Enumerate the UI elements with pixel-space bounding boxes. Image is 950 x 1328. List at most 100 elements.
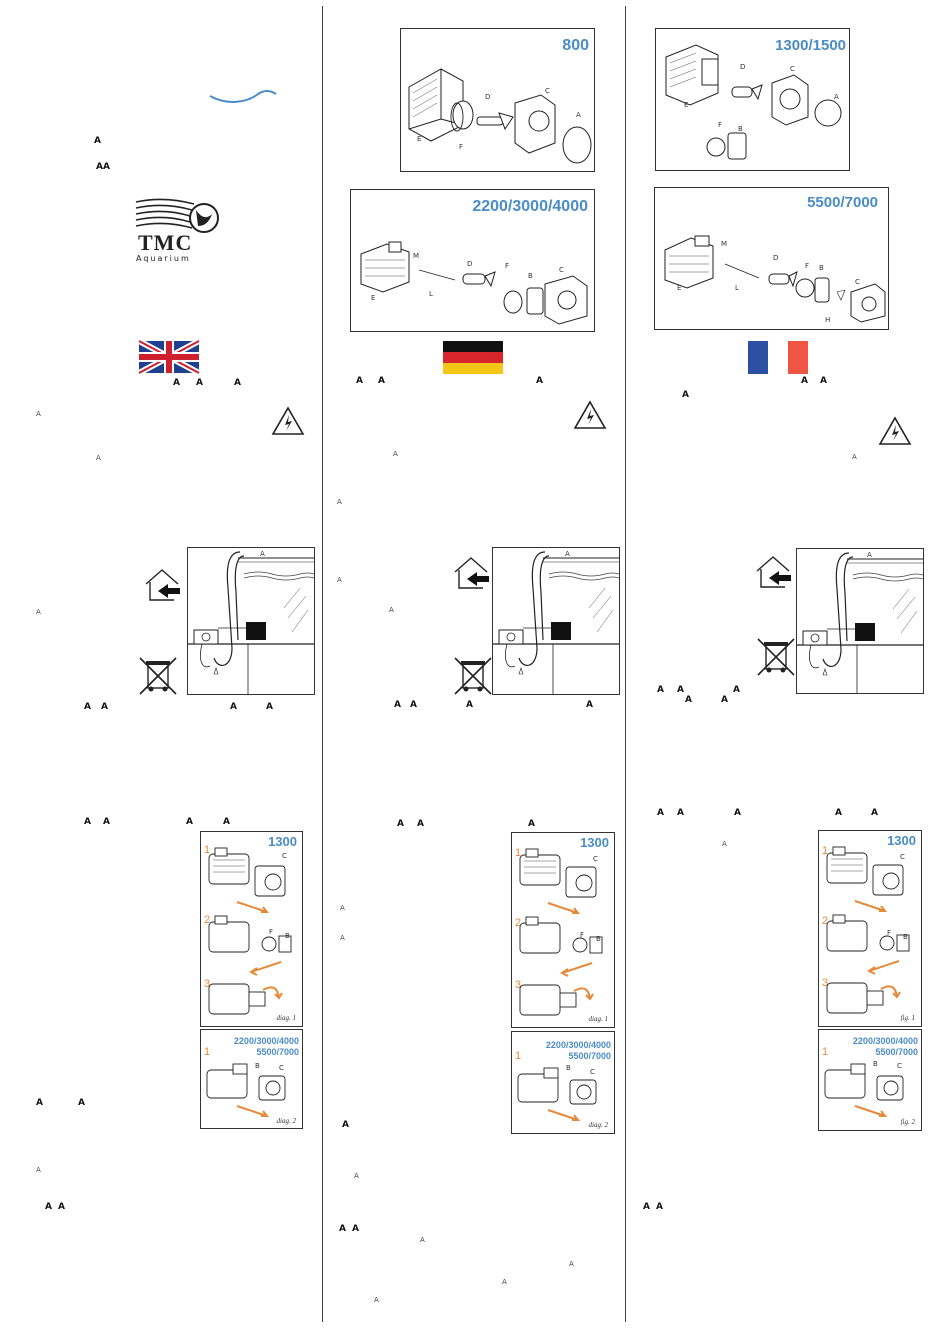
column-divider-1: [322, 6, 323, 1322]
assembly-combo-diagram-2: 2200/3000/4000 5500/7000 1 B C diag. 2: [511, 1031, 615, 1134]
pump-assembly-icon: [208, 847, 292, 1015]
glyph-a: A: [677, 685, 684, 695]
step-number: 1: [204, 1046, 211, 1058]
glyph-a: A: [852, 453, 857, 461]
glyph-a: A: [871, 808, 878, 818]
part-label-h: H: [825, 316, 831, 324]
glyph-a: A: [374, 1296, 379, 1304]
exploded-view-2200: 2200/3000/4000 M L E D F B C: [350, 189, 595, 332]
part-label-m: M: [413, 252, 420, 260]
part-label-a: A: [260, 550, 265, 558]
tmc-logo-subtext: Aquarium: [136, 254, 191, 263]
diagram-caption: diag. 2: [276, 1117, 296, 1125]
glyph-a: A: [536, 376, 543, 386]
glyph-a: A: [528, 819, 535, 829]
glyph-a: A: [78, 1098, 85, 1108]
part-label-f: F: [805, 262, 810, 270]
model-label-2200: 2200/3000/4000: [472, 198, 588, 215]
part-label-c: C: [897, 1062, 902, 1070]
glyph-a: A: [45, 1202, 52, 1212]
part-label-b: B: [873, 1060, 878, 1068]
part-label-f: F: [580, 931, 585, 939]
aquarium-setup-diagram: A: [187, 547, 315, 695]
part-label-d: D: [485, 93, 491, 101]
glyph-a: A: [354, 1172, 359, 1180]
uk-flag-icon: [137, 338, 201, 376]
part-label-c: C: [593, 855, 598, 863]
glyph-a: A: [342, 1120, 349, 1130]
part-label-a: A: [565, 550, 570, 558]
part-label-e: E: [684, 101, 689, 109]
glyph-a: A: [94, 136, 101, 146]
step-number: 2: [515, 917, 522, 929]
glyph-a: A: [234, 378, 241, 388]
glyph-a: A: [397, 819, 404, 829]
part-label-f: F: [505, 262, 510, 270]
electric-warning-icon: [573, 400, 607, 429]
glyph-a: A: [394, 700, 401, 710]
pump-combo-icon: [517, 1067, 597, 1121]
exploded-view-5500: 5500/7000 M L E D F B H C: [654, 187, 889, 330]
glyph-a: A: [733, 685, 740, 695]
glyph-a: A: [36, 1166, 41, 1174]
part-label-a: A: [867, 551, 872, 559]
pump-combo-icon: [824, 1063, 904, 1117]
step-number: 2: [204, 914, 211, 926]
assembly-steps-diagram-1: 1300 1 2 3 C F B diag. 1: [200, 831, 303, 1027]
part-label-c: C: [900, 853, 905, 861]
part-label-b: B: [255, 1062, 260, 1070]
step-number: 3: [204, 978, 211, 990]
part-label-c: C: [855, 278, 860, 286]
indoor-use-icon: [145, 569, 180, 601]
glyph-a: A: [569, 1260, 574, 1268]
glyph-a: A: [734, 808, 741, 818]
glyph-a: A: [721, 695, 728, 705]
exploded-view-1300: 1300/1500 D C E A F B: [655, 28, 850, 171]
weee-bin-icon: [139, 657, 177, 695]
glyph-a: A: [36, 1098, 43, 1108]
part-label-c: C: [559, 266, 564, 274]
part-label-c: C: [590, 1068, 595, 1076]
step-number: 3: [822, 977, 829, 989]
glyph-a: A: [352, 1224, 359, 1234]
glyph-a: A: [410, 700, 417, 710]
pump-assembly-icon: [826, 846, 910, 1014]
glyph-a: A: [266, 702, 273, 712]
glyph-a: A: [643, 1202, 650, 1212]
step-number: 1: [204, 844, 211, 856]
glyph-a: A: [337, 576, 342, 584]
glyph-a: A: [682, 390, 689, 400]
step-number: 1: [515, 1050, 522, 1062]
part-label-f: F: [718, 121, 723, 129]
model-label-5500: 5500/7000: [256, 1047, 299, 1057]
part-label-b: B: [738, 125, 743, 133]
glyph-a: A: [656, 1202, 663, 1212]
part-label-f: F: [269, 928, 274, 936]
step-number: 1: [515, 847, 522, 859]
model-label-5500-7000: 5500/7000: [807, 194, 878, 211]
aquarium-setup-diagram: A: [796, 548, 924, 694]
electric-warning-icon: [878, 416, 912, 445]
glyph-a: A: [96, 454, 101, 462]
step-number: 1: [822, 845, 829, 857]
part-label-e: E: [371, 294, 376, 302]
indoor-use-icon: [756, 556, 791, 588]
part-label-e: E: [417, 135, 422, 143]
pump-exploded-icon: [665, 44, 842, 160]
glyph-a: A: [340, 934, 345, 942]
exploded-view-800: 800 E F D C A: [400, 28, 595, 172]
part-label-l: L: [735, 284, 739, 292]
part-label-b: B: [596, 935, 601, 943]
assembly-combo-diagram-3: 2200/3000/4000 5500/7000 1 B C fig. 2: [818, 1029, 922, 1131]
diagram-caption: diag. 1: [588, 1015, 608, 1023]
part-label-a: A: [834, 93, 839, 101]
glyph-a: A: [196, 378, 203, 388]
part-label-d: D: [740, 63, 746, 71]
part-label-b: B: [285, 932, 290, 940]
glyph-a: A: [223, 817, 230, 827]
glyph-a: A: [84, 817, 91, 827]
step-number: 3: [515, 979, 522, 991]
postmark-lines-icon: [135, 198, 219, 233]
model-label-2200: 2200/3000/4000: [233, 1036, 299, 1046]
part-label-c: C: [282, 852, 287, 860]
